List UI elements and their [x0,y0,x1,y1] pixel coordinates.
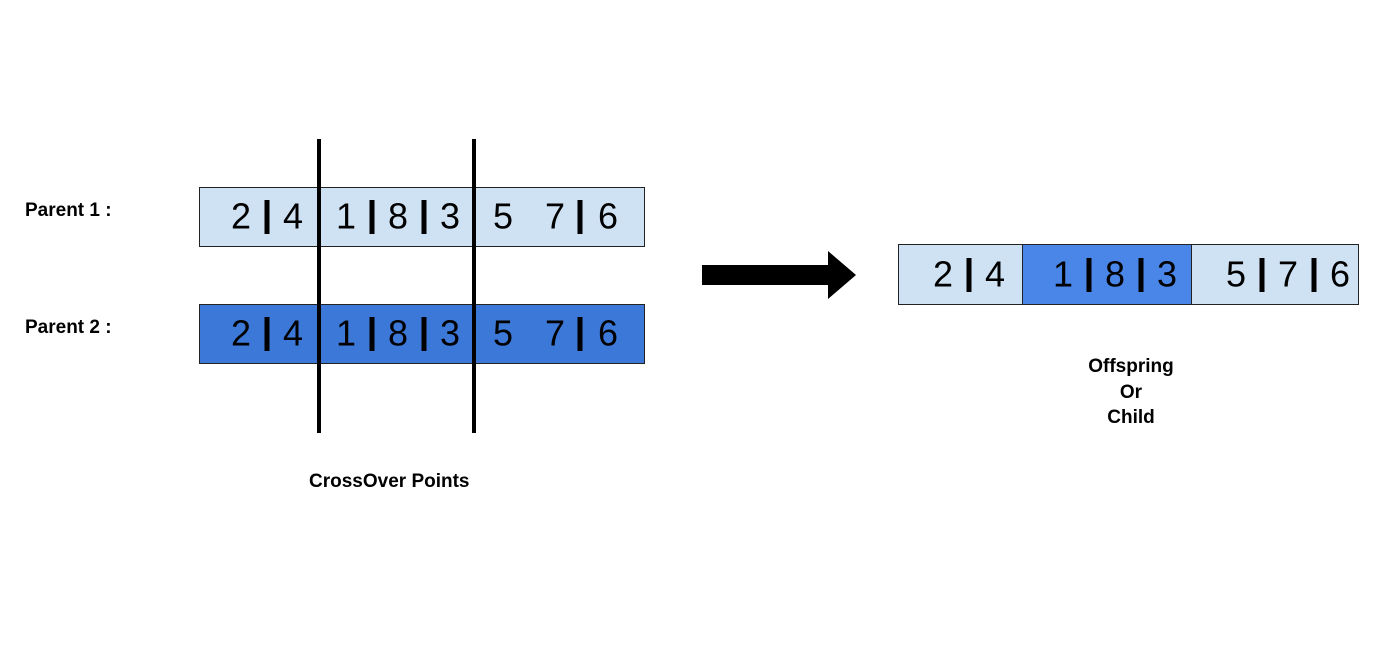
crossover-points-caption: CrossOver Points [309,471,470,492]
gene-value: 3 [1156,252,1178,294]
right-arrow-icon [702,251,856,299]
gene-value: 7 [1277,252,1299,294]
gene-value: 8 [387,195,409,237]
parent-2-label: Parent 2 : [25,317,112,338]
gene-value: 5 [1225,252,1247,294]
gene-separator [369,317,375,351]
gene-value: 6 [1329,252,1351,294]
offspring-caption-line: Offspring [1088,356,1174,377]
gene-value: 2 [230,312,252,354]
gene-value: 1 [335,312,357,354]
gene-separator [369,200,375,234]
gene-value: 2 [230,195,252,237]
offspring-caption-line: Or [1119,381,1143,403]
gene-separator [1259,257,1265,292]
gene-separator [421,200,427,234]
gene-separator [421,317,427,351]
gene-value: 4 [282,312,304,354]
gene-value: 2 [932,252,954,294]
gene-separator [264,200,270,234]
gene-value: 3 [439,195,461,237]
parent-1-label: Parent 1 : [25,200,112,221]
gene-separator [264,317,270,351]
gene-separator [1311,257,1317,292]
gene-value: 1 [1052,252,1074,294]
gene-value: 1 [335,195,357,237]
crossover-point-line-2 [472,139,476,433]
gene-value: 5 [492,312,514,354]
offspring-caption-line: Child [1107,407,1155,428]
gene-value: 3 [439,312,461,354]
offspring-caption: Offspring Or Child [1031,354,1231,431]
crossover-point-line-1 [317,139,321,433]
gene-separator [1086,257,1092,292]
gene-value: 8 [1104,252,1126,294]
gene-value: 7 [544,195,566,237]
gene-separator [966,257,972,292]
gene-separator [577,317,583,351]
gene-value: 6 [597,195,619,237]
gene-value: 4 [282,195,304,237]
gene-separator [577,200,583,234]
gene-value: 4 [984,252,1006,294]
gene-value: 8 [387,312,409,354]
gene-value: 6 [597,312,619,354]
gene-value: 7 [544,312,566,354]
gene-value: 5 [492,195,514,237]
gene-separator [1138,257,1144,292]
